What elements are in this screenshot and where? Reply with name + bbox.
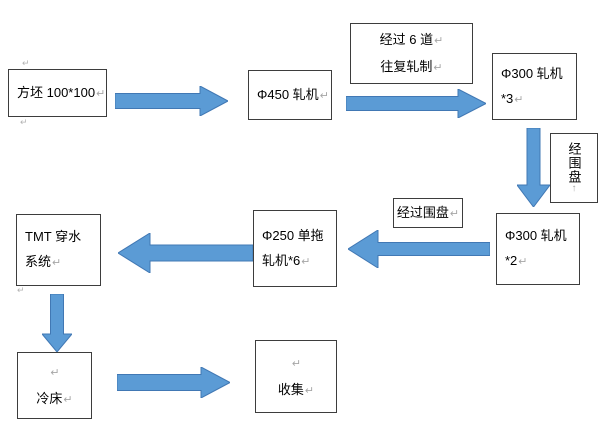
paragraph-mark: ↵: [514, 93, 524, 106]
label-coil-loop-vertical-text: 经围盘: [566, 142, 582, 184]
label-via-coil-loop-text: 经过围盘↵: [396, 204, 460, 220]
label-six-passes: 经过 6 道↵ 往复轧制↵: [350, 23, 473, 84]
paragraph-mark: ↵: [301, 255, 311, 268]
vertical-paragraph-mark: ↑: [571, 183, 577, 194]
label-coil-loop-vertical: 经围盘 ↑: [550, 133, 598, 203]
paragraph-mark: ↵: [433, 61, 443, 74]
empty-paragraph-line: ↵: [291, 357, 302, 370]
node-billet: 方坯 100*100↵: [8, 69, 107, 117]
paragraph-mark: ↵: [22, 58, 30, 68]
node-mill300x2: Φ300 轧机 *2↵: [496, 213, 580, 285]
label-via-coil-loop: 经过围盘↵: [393, 198, 463, 228]
arrow-mill450-to-mill300x3: [346, 89, 486, 118]
node-mill300x2-line2: *2↵: [505, 253, 528, 268]
paragraph-mark: ↵: [518, 256, 528, 268]
arrow-tmt-to-coolingbed: [42, 294, 72, 352]
node-mill250: Φ250 单拖 轧机*6↵: [253, 210, 337, 287]
arrow-mill250-to-tmt: [118, 233, 253, 273]
node-mill450: Φ450 轧机↵: [248, 70, 332, 120]
label-six-passes-line2: 往复轧制↵: [380, 58, 443, 74]
arrow-coolingbed-to-collection: [117, 367, 230, 398]
node-tmt-line2: 系统↵: [25, 254, 62, 269]
node-mill300x3: Φ300 轧机 *3↵: [492, 53, 577, 120]
node-mill300x2-line1: Φ300 轧机: [505, 228, 567, 243]
node-tmt-line1: TMT 穿水: [25, 229, 82, 244]
node-collection: ↵ 收集↵: [255, 340, 337, 413]
node-cooling-bed: ↵ 冷床↵: [17, 352, 92, 419]
arrow-mill300x2-to-mill250: [348, 230, 490, 268]
paragraph-mark: ↵: [434, 34, 444, 47]
node-mill250-line1: Φ250 单拖: [262, 227, 324, 243]
paragraph-mark: ↵: [63, 393, 73, 406]
node-billet-text: 方坯 100*100↵: [17, 84, 106, 100]
paragraph-mark: ↵: [52, 257, 62, 269]
paragraph-mark: ↵: [449, 207, 460, 220]
paragraph-mark: ↵: [304, 384, 315, 397]
node-mill300x3-line1: Φ300 轧机: [501, 65, 563, 81]
node-cooling-bed-text: 冷床↵: [36, 390, 73, 406]
paragraph-mark: ↵: [20, 117, 28, 127]
paragraph-mark: ↵: [96, 87, 106, 100]
label-six-passes-line1: 经过 6 道↵: [379, 31, 444, 47]
arrow-mill300x3-down: [517, 128, 550, 207]
node-collection-text: 收集↵: [277, 381, 315, 397]
arrow-billet-to-mill450: [115, 86, 228, 116]
paragraph-mark: ↵: [17, 285, 25, 295]
empty-paragraph-line: ↵: [50, 366, 60, 379]
paragraph-mark: ↵: [319, 89, 329, 102]
node-mill300x3-line2: *3↵: [501, 90, 524, 106]
node-tmt: TMT 穿水 系统↵: [16, 214, 101, 286]
node-mill250-line2: 轧机*6↵: [262, 252, 311, 268]
node-mill450-text: Φ450 轧机↵: [257, 86, 329, 102]
